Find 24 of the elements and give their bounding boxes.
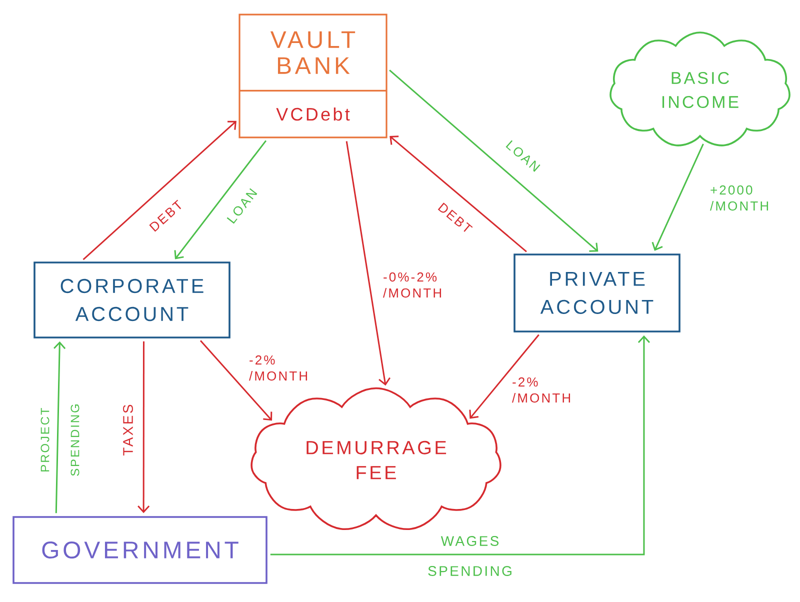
edge-label: -2% /MONTH (249, 355, 307, 381)
arrow (54, 341, 66, 514)
cloud: DEMURRAGE FEE (250, 387, 502, 530)
arrow (469, 334, 540, 419)
edge-label: -0%-2% /MONTH (383, 272, 441, 298)
arrow (200, 340, 272, 421)
split-box: VAULT BANK VCDebt (238, 14, 388, 138)
arrow (138, 341, 150, 514)
box: GOVERNMENT (12, 516, 268, 584)
arrow (270, 335, 650, 556)
edge-label: TAXES (123, 404, 133, 456)
arrow (174, 140, 267, 260)
arrow (389, 70, 598, 252)
arrow (346, 141, 390, 386)
arrow (390, 136, 527, 252)
edge-label: WAGES SPENDING (428, 536, 512, 576)
box: PRIVATE ACCOUNT (514, 254, 680, 332)
arrow (652, 144, 704, 251)
edge-label: +2000 /MONTH (710, 185, 768, 211)
edge-label: PROJECT SPENDING (40, 404, 80, 476)
cloud: BASIC INCOME (610, 32, 790, 146)
edge-label: -2% /MONTH (512, 377, 570, 403)
box: CORPORATE ACCOUNT (34, 262, 230, 338)
arrow (82, 120, 236, 260)
